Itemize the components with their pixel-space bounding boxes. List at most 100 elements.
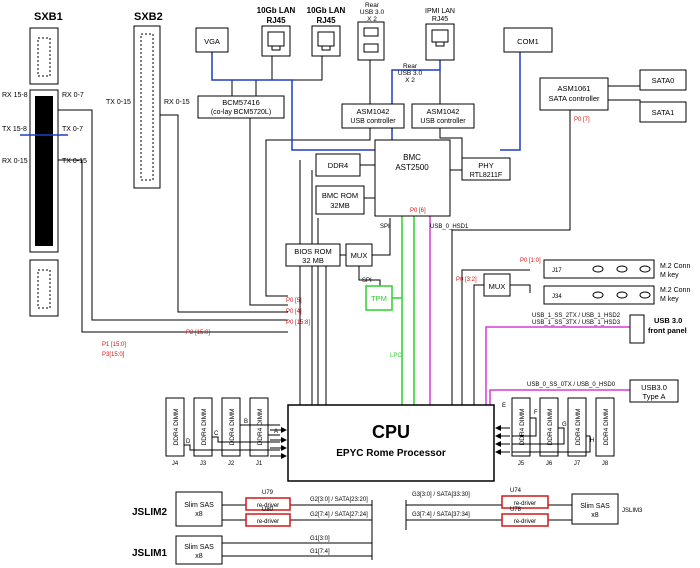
g2-7-4-label: G2[7:4] / SATA[27:24] [310, 512, 368, 518]
usb-front-bus-1: USB_1_SS_2TX / USB_1_HSD2 [532, 313, 621, 319]
slim-jslim1-label-1: Slim SAS [184, 544, 214, 551]
rear-usb2-label-3: X 2 [405, 77, 415, 84]
sata1-box [639, 101, 687, 123]
p2-15-0-label: P2 [15:0] [186, 330, 210, 336]
phy-label-1: PHY [478, 161, 493, 170]
jslim3-label: JSLIM3 [622, 508, 643, 514]
tpm-box [365, 285, 393, 311]
u78-label: U78 [510, 507, 522, 513]
slim-jslim1-label-2: x8 [195, 553, 203, 560]
p0-6-label: P0 [6] [410, 208, 426, 214]
sxb2-label: SXB2 [134, 11, 163, 23]
m2-holes [592, 265, 651, 299]
bios-rom-label-2: 32 MB [302, 256, 324, 265]
dimm-name-j8: J8 [602, 461, 609, 467]
p1-15-0-label: P1 [15:0] [102, 342, 126, 348]
channel-h: H [590, 438, 594, 444]
p0-5-label: P0 [5] [286, 298, 302, 304]
cpu-subtitle: EPYC Rome Processor [336, 448, 446, 459]
rx-0-15-sxb2-label: RX 0-15 [164, 99, 190, 106]
dimm-j2-label: DDR4 DIMM [229, 409, 236, 446]
usb-type-a-box [629, 379, 679, 403]
bmc-rom-label-2: 32MB [330, 201, 350, 210]
dimm-j3-label: DDR4 DIMM [201, 409, 208, 446]
dimm-j7-label: DDR4 DIMM [575, 409, 582, 446]
redriver-u80-box [245, 513, 291, 527]
channel-e: E [502, 403, 506, 409]
bcm-label-1: BCM57416 [222, 98, 260, 107]
rear-usb2-label-1: Rear [403, 63, 418, 70]
sata1-label: SATA1 [652, 108, 675, 117]
ddr4-label: DDR4 [328, 161, 348, 170]
rx-0-7-label: RX 0-7 [62, 92, 84, 99]
rear-usb-label-3: X 2 [367, 16, 377, 23]
ipmi-label-1: IPMI LAN [425, 8, 455, 15]
m2-conn-2-box [543, 285, 655, 305]
asm1061-label-2: SATA controller [549, 94, 600, 103]
dimm-name-j6: J6 [546, 461, 553, 467]
usb-front-header [629, 314, 645, 344]
redriver-u79-box [245, 497, 291, 511]
slim-jslim2-label-1: Slim SAS [184, 502, 214, 509]
phy-box [461, 157, 511, 181]
sata0-box [639, 69, 687, 91]
asm1061-label-1: ASM1061 [558, 84, 591, 93]
mux2-label: MUX [489, 282, 506, 291]
usb-a-bus: USB_0_SS_0TX / USB_0_HSD0 [527, 382, 616, 388]
bmc-rom-label-1: BMC ROM [322, 191, 358, 200]
lpc-label: LPC [390, 353, 402, 359]
dimm-j8-label: DDR4 DIMM [603, 409, 610, 446]
redriver-u74-box [501, 495, 549, 509]
u79-label: U79 [262, 490, 274, 496]
rear-usb2-label-2: USB 3.0 [398, 70, 423, 77]
black-wires [58, 56, 641, 560]
asm1061-box [539, 77, 609, 111]
lan2-label-2: RJ45 [316, 16, 336, 25]
p0-15-8-label: P0 [15:8] [286, 320, 310, 326]
slim-jslim3-label-1: Slim SAS [580, 503, 610, 510]
redriver-u80-label: re-driver [257, 519, 279, 525]
p0-3-2-label: P0 [3:2] [456, 277, 477, 283]
dimm-j5-label: DDR4 DIMM [519, 409, 526, 446]
tx-0-15-left-label: TX 0-15 [62, 158, 87, 165]
j17-label: J17 [552, 268, 562, 274]
vga-box [195, 27, 229, 53]
rear-usb-label-1: Rear [365, 2, 380, 9]
tx-0-7-label: TX 0-7 [62, 126, 83, 133]
g1-3-0-label: G1[3:0] [310, 536, 330, 542]
usb-front-bus-2: USB_1_SS_3TX / USB_1_HSD3 [532, 320, 621, 326]
dimm-name-j2: J2 [228, 461, 235, 467]
asm1042b-label-2: USB controller [420, 118, 466, 125]
jslim1-label: JSLIM1 [132, 548, 167, 559]
cpu-box [287, 404, 495, 482]
mux1-box [345, 243, 373, 267]
spi-label-2: SPI [362, 278, 372, 284]
spi-label-1: SPI [380, 224, 390, 230]
sxb2-slot [133, 25, 161, 189]
bcm-label-2: (co-lay BCM5720L) [211, 109, 271, 116]
sxb1-label: SXB1 [34, 11, 63, 23]
g3-7-4-label: G3[7:4] / SATA[37:34] [412, 512, 470, 518]
rear-usb-label-2: USB 3.0 [360, 9, 385, 16]
channel-b: B [244, 419, 248, 425]
p0-7-label: P0 [7] [574, 117, 590, 123]
phy-label-2: RTL8211F [470, 172, 502, 179]
channel-g: G [562, 422, 567, 428]
green-wires [390, 216, 415, 405]
dimm-name-j5: J5 [518, 461, 525, 467]
p3-15-0-label: P3[15:0] [102, 352, 125, 358]
channel-a: A [274, 429, 278, 435]
slim-sas-jslim1-box [175, 535, 223, 565]
g3-3-0-label: G3[3:0] / SATA[33:30] [412, 492, 470, 498]
redriver-u79-label: re-driver [257, 503, 279, 509]
redriver-u78-box [501, 513, 549, 527]
dimm-name-j3: J3 [200, 461, 207, 467]
lan1-label-2: RJ45 [266, 16, 286, 25]
redriver-u78-label: re-driver [514, 519, 536, 525]
rx-0-15-left-label: RX 0-15 [2, 158, 28, 165]
com1-box [503, 27, 553, 53]
channel-c: C [214, 431, 219, 437]
usb-front-label-1: USB 3.0 [654, 316, 682, 325]
tx-15-8-label: TX 15-8 [2, 126, 27, 133]
